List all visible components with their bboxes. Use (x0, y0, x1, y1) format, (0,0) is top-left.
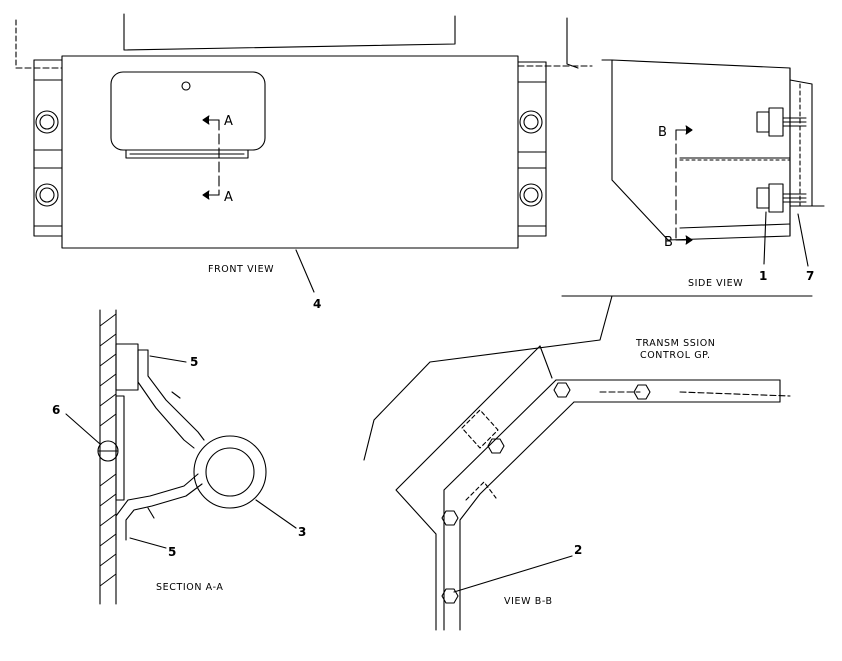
callout-2: 2 (574, 543, 582, 557)
front-view-label: FRONT VIEW (208, 264, 274, 275)
view-b-b-drawing (363, 295, 813, 631)
cut-marker-a-lower: A (224, 190, 233, 205)
section-a-a-drawing (65, 309, 297, 605)
front-view-drawing (15, 13, 593, 293)
cut-marker-a-upper: A (224, 114, 233, 129)
callout-7: 7 (806, 269, 814, 283)
transmission-group-label-line2: CONTROL GP. (640, 350, 711, 361)
transmission-group-label-line1: TRANSM SSION (635, 338, 716, 349)
callout-1: 1 (759, 269, 767, 283)
view-b-b-label: VIEW B-B (504, 596, 553, 607)
section-a-a-label: SECTION A-A (156, 582, 223, 593)
cut-marker-b-lower: B (664, 235, 673, 250)
side-view-drawing (601, 59, 825, 267)
callout-5-lower: 5 (168, 545, 176, 559)
callout-6: 6 (52, 403, 60, 417)
side-view-label: SIDE VIEW (688, 278, 743, 289)
callout-5-upper: 5 (190, 355, 198, 369)
cut-marker-b-upper: B (658, 125, 667, 140)
callout-4: 4 (313, 297, 321, 311)
callout-3: 3 (298, 525, 306, 539)
